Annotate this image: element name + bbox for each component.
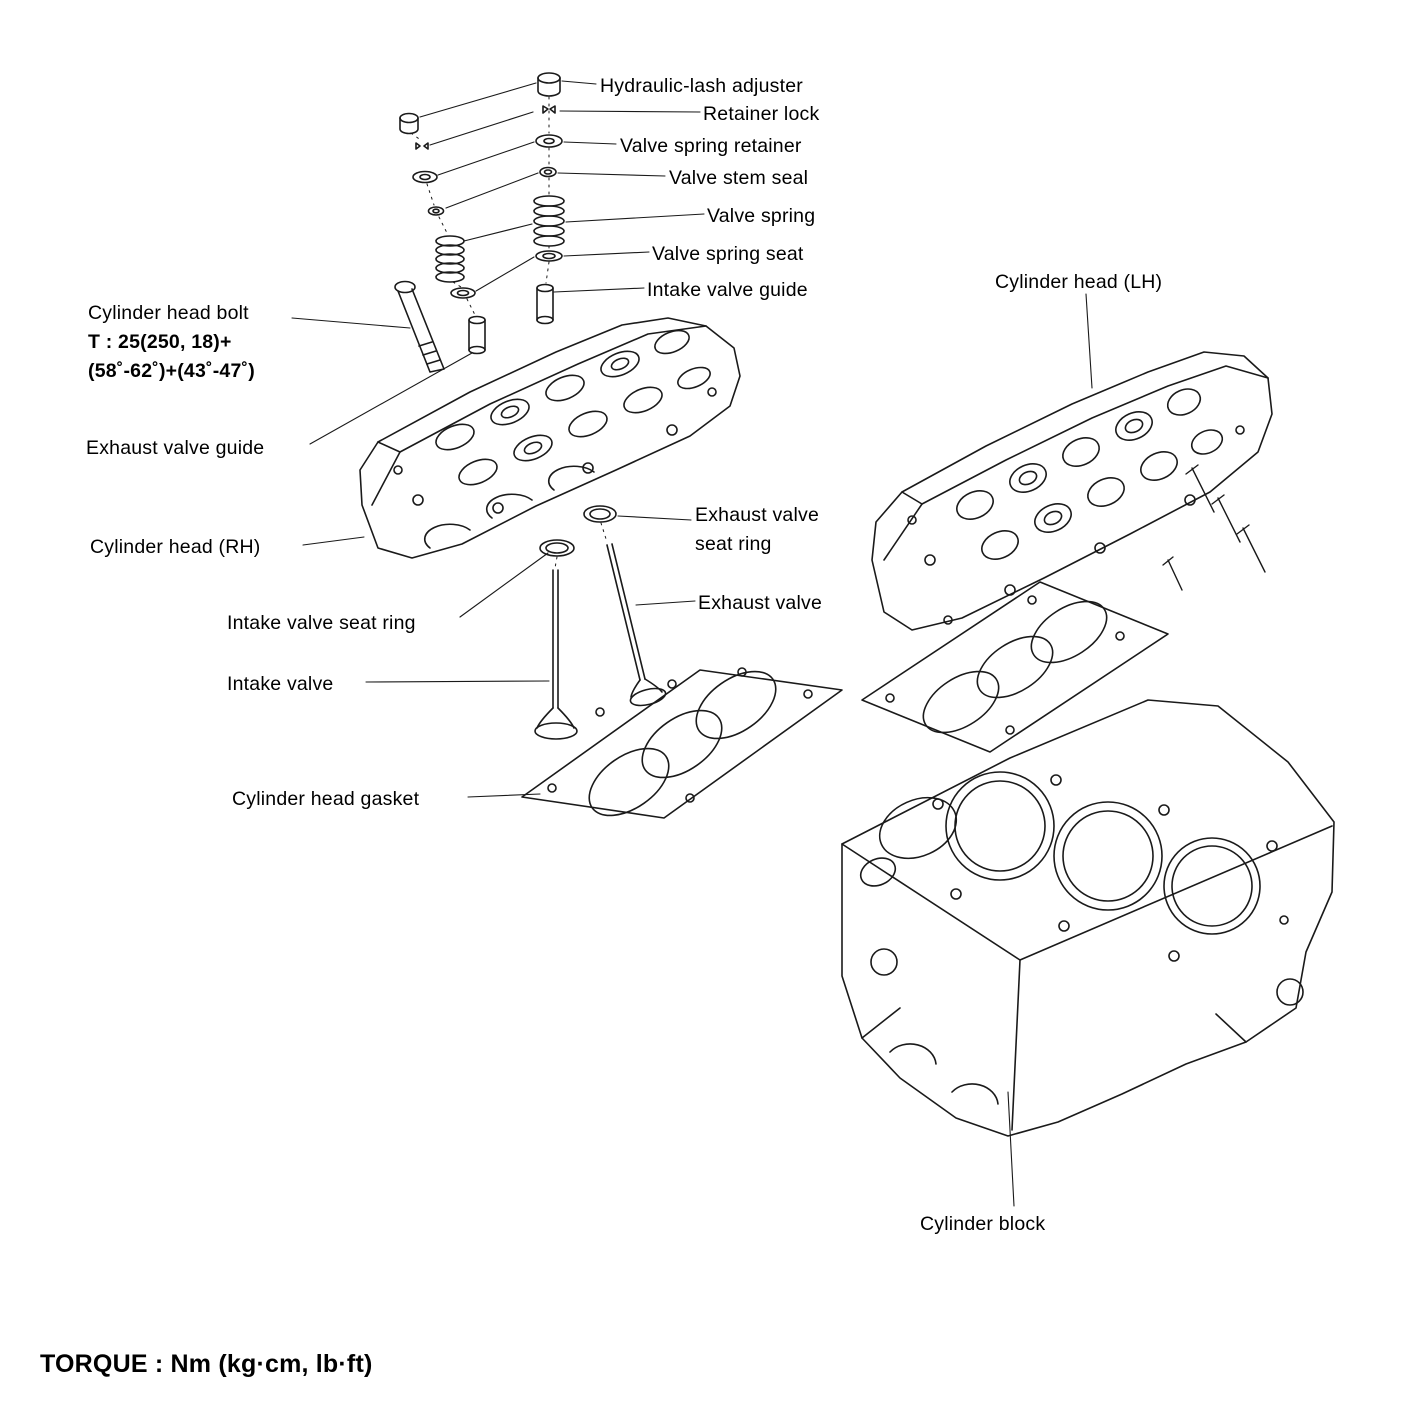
cylinder-head-bolt-part <box>394 280 445 373</box>
label-valve-stem-seal: Valve stem seal <box>669 167 809 189</box>
label-hydraulic-lash-adjuster: Hydraulic-lash adjuster <box>600 75 803 97</box>
lh-head-gasket-drawing <box>861 581 1169 753</box>
hydraulic-lash-adjuster-part-2 <box>399 112 419 135</box>
cylinder-head-rh-drawing <box>359 317 741 559</box>
hydraulic-lash-adjuster-part <box>537 72 561 97</box>
label-intake-valve: Intake valve <box>227 673 334 695</box>
label-exhaust-valve: Exhaust valve <box>698 592 822 614</box>
label-intake-valve-seat-ring: Intake valve seat ring <box>227 612 416 634</box>
valve-spring-seat-part <box>535 250 563 262</box>
label-cylinder-head-gasket: Cylinder head gasket <box>232 788 420 810</box>
valve-stem-seal-part-2 <box>427 206 445 216</box>
valve-spring-seat-part-2 <box>450 287 476 299</box>
intake-valve-seat-ring-part <box>539 539 575 557</box>
intake-valve-guide-part <box>536 283 554 325</box>
label-cylinder-head-lh: Cylinder head (LH) <box>995 271 1163 293</box>
label-exhaust-valve-guide: Exhaust valve guide <box>86 437 265 459</box>
cylinder-head-gasket-drawing <box>521 667 843 819</box>
retainer-lock-part-2 <box>415 142 429 150</box>
label-cylinder-head-rh: Cylinder head (RH) <box>90 536 261 558</box>
leader-lines <box>291 80 1093 1207</box>
label-cylinder-head-bolt-torque-1: T : 25(250, 18)+ <box>88 331 232 353</box>
cylinder-head-lh-drawing <box>871 351 1273 631</box>
exhaust-valve-part <box>606 543 667 707</box>
label-cylinder-block: Cylinder block <box>920 1213 1046 1235</box>
label-retainer-lock: Retainer lock <box>703 103 820 125</box>
retainer-lock-part <box>542 105 556 114</box>
intake-valve-part <box>534 569 578 740</box>
label-cylinder-head-bolt-torque-2: (58˚-62˚)+(43˚-47˚) <box>88 360 255 382</box>
torque-units-note: TORQUE : Nm (kg·cm, lb·ft) <box>40 1350 373 1378</box>
exhaust-valve-guide-part <box>468 315 486 355</box>
label-exhaust-valve-seat-ring-line1: Exhaust valve <box>695 504 819 526</box>
cylinder-block-drawing <box>841 699 1335 1137</box>
exhaust-valve-seat-ring-part <box>583 505 617 523</box>
valve-spring-retainer-part-2 <box>412 170 438 184</box>
label-exhaust-valve-seat-ring: Exhaust valve seat ring <box>695 501 819 559</box>
label-valve-spring-retainer: Valve spring retainer <box>620 135 802 157</box>
label-valve-spring: Valve spring <box>707 205 816 227</box>
label-cylinder-head-bolt-name: Cylinder head bolt <box>88 302 249 324</box>
label-valve-spring-seat: Valve spring seat <box>652 243 804 265</box>
valve-stem-seal-part <box>539 166 557 178</box>
label-exhaust-valve-seat-ring-line2: seat ring <box>695 533 772 555</box>
valve-spring-part-2 <box>435 235 465 283</box>
label-intake-valve-guide: Intake valve guide <box>647 279 808 301</box>
valve-spring-retainer-part <box>535 134 563 148</box>
head-bolts-drawing <box>1162 464 1266 591</box>
valve-spring-part <box>533 195 565 247</box>
label-cylinder-head-bolt: Cylinder head bolt T : 25(250, 18)+ (58˚… <box>88 299 255 386</box>
assembly-axis-lines <box>410 96 608 569</box>
